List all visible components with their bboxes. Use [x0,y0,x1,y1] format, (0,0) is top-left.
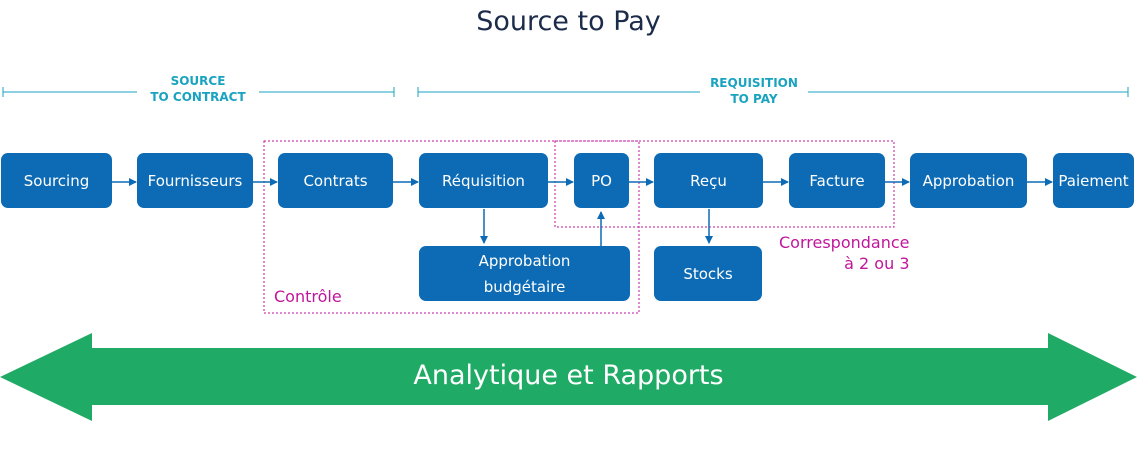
node-paiement: Paiement [1053,153,1134,208]
node-sourcing: Sourcing [1,153,112,208]
note-correspondance: Correspondance à 2 ou 3 [779,232,910,274]
note-correspondance-line2: à 2 ou 3 [844,254,910,273]
analytics-double-arrow [0,333,1137,421]
node-requisition: Réquisition [419,153,548,208]
phase-requisition-to-pay: REQUISITION TO PAY [700,75,808,107]
node-stocks: Stocks [654,246,762,301]
node-contrats: Contrats [278,153,393,208]
page-title: Source to Pay [476,6,661,37]
phase-requisition-line1: REQUISITION [710,76,798,90]
node-po: PO [574,153,629,208]
analytics-label: Analytique et Rapports [413,360,724,391]
node-facture: Facture [789,153,885,208]
note-controle: Contrôle [274,287,342,306]
phase-source-to-contract: SOURCE TO CONTRACT [137,73,259,105]
note-correspondance-line1: Correspondance [779,233,910,252]
phase-source-line1: SOURCE [170,74,226,88]
node-fournisseurs: Fournisseurs [137,153,253,208]
node-approbation: Approbation [910,153,1027,208]
phase-source-line2: TO CONTRACT [150,90,246,104]
node-recu: Reçu [654,153,763,208]
correspondance-group-box [554,140,895,228]
phase-requisition-line2: TO PAY [730,92,778,106]
node-approbation-budgetaire-line2: budgétaire [483,277,566,296]
node-approbation-budgetaire-line1: Approbation [478,251,571,270]
node-approbation-budgetaire: Approbation budgétaire [419,246,630,301]
